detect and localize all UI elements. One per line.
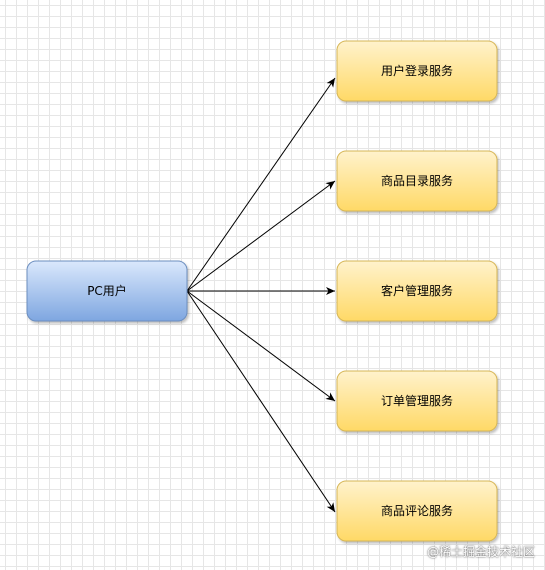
service-node-box xyxy=(336,370,498,432)
service-node-label: 客户管理服务 xyxy=(381,283,453,298)
edge-arrow-1 xyxy=(186,77,336,292)
service-node-label: 用户登录服务 xyxy=(381,63,453,78)
service-node-box xyxy=(336,480,498,542)
watermark: @稀土掘金技术社区 xyxy=(426,545,535,559)
edge-arrow-2 xyxy=(186,180,336,292)
service-node-customer-management[interactable]: 客户管理服务 xyxy=(336,260,498,322)
edge-arrow-5 xyxy=(186,290,336,513)
service-node-box xyxy=(336,40,498,102)
service-node-box xyxy=(336,260,498,322)
source-node-pc-user[interactable]: PC用户 xyxy=(26,260,188,322)
service-node-label: 商品评论服务 xyxy=(381,503,453,518)
edge-arrow-4 xyxy=(186,290,336,402)
source-node-box xyxy=(26,260,188,322)
service-node-order-management[interactable]: 订单管理服务 xyxy=(336,370,498,432)
service-node-user-login[interactable]: 用户登录服务 xyxy=(336,40,498,102)
service-node-box xyxy=(336,150,498,212)
service-node-product-review[interactable]: 商品评论服务 xyxy=(336,480,498,542)
source-node-label: PC用户 xyxy=(87,283,127,298)
service-node-label: 订单管理服务 xyxy=(381,393,453,408)
service-node-product-catalog[interactable]: 商品目录服务 xyxy=(336,150,498,212)
edges-group xyxy=(186,77,336,513)
service-node-label: 商品目录服务 xyxy=(381,173,453,188)
